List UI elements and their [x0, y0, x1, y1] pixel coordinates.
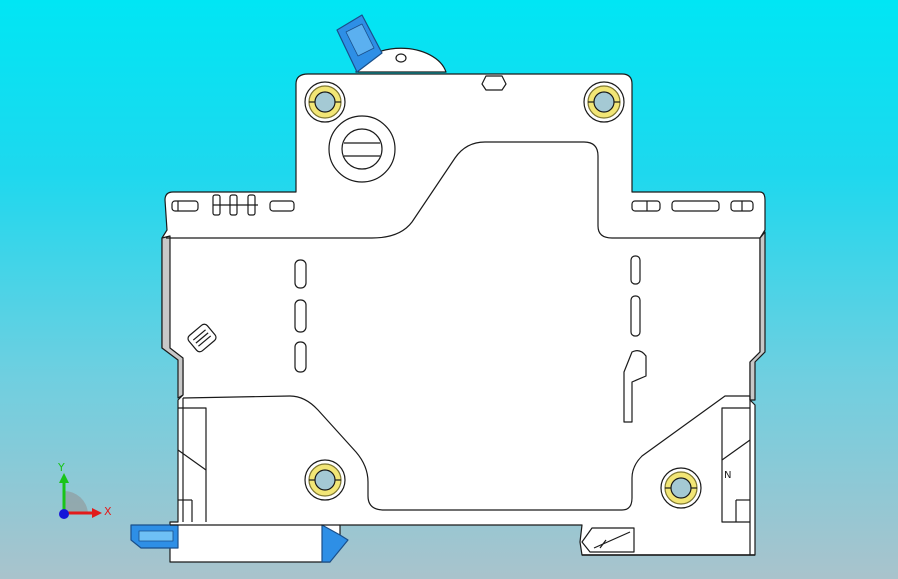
axis-triad: Y X — [57, 461, 112, 519]
screw-top-right — [583, 81, 625, 123]
vent-slots-right — [631, 200, 754, 212]
left-bevel — [161, 235, 184, 399]
lower-recess — [182, 395, 750, 511]
z-axis-origin — [59, 509, 69, 519]
y-axis-label: Y — [57, 461, 65, 474]
slots-right — [623, 255, 647, 423]
foot-right — [581, 527, 755, 556]
terminal-left — [177, 407, 207, 522]
rotary-cap — [328, 115, 396, 183]
x-axis-arrow-head — [92, 508, 102, 518]
vent-slots-left — [171, 194, 295, 216]
screw-top-left — [304, 81, 346, 123]
y-axis-arrow-head — [59, 473, 69, 483]
screw-bottom-left — [304, 459, 346, 501]
din-clip[interactable] — [130, 524, 349, 563]
slots-left — [294, 259, 307, 373]
upper-recess — [166, 141, 760, 239]
grip-marking — [187, 323, 217, 353]
toggle-lever[interactable] — [336, 14, 447, 73]
right-bevel — [749, 231, 766, 401]
triad-plane — [64, 490, 88, 513]
screw-bottom-right — [660, 467, 702, 509]
terminal-mark: N — [724, 470, 731, 481]
x-axis-label: X — [104, 505, 112, 518]
terminal-right — [721, 407, 751, 523]
top-nub — [481, 75, 507, 91]
